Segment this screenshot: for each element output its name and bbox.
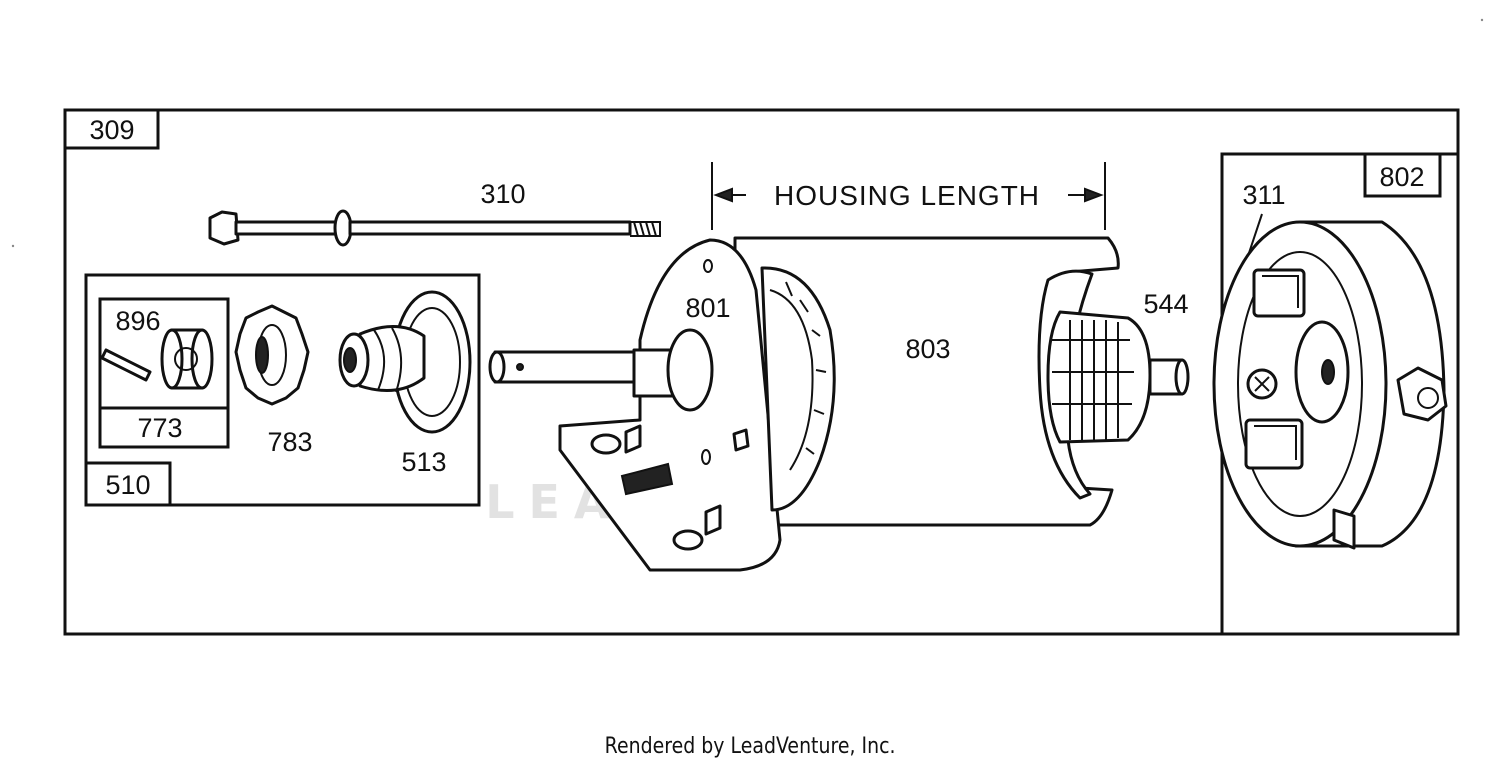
label-773: 773	[137, 413, 182, 443]
label-311: 311	[1242, 180, 1285, 210]
label-510: 510	[105, 470, 150, 500]
gear	[234, 304, 310, 406]
label-802: 802	[1379, 162, 1424, 192]
corner-dot-right	[1480, 18, 1484, 22]
armature	[1046, 310, 1190, 444]
through-bolt	[208, 209, 661, 247]
label-544: 544	[1143, 289, 1188, 319]
pin-retainer-box	[98, 297, 230, 449]
label-513: 513	[401, 447, 446, 477]
label-896: 896	[115, 306, 160, 336]
footer-credit: Rendered by LeadVenture, Inc.	[0, 734, 1500, 759]
footer-text: Rendered by LeadVenture, Inc.	[604, 734, 896, 759]
pin	[100, 348, 152, 382]
corner-dot-left	[11, 244, 15, 248]
label-803: 803	[905, 334, 950, 364]
label-box-309	[63, 108, 160, 150]
label-783: 783	[267, 427, 312, 457]
housing-length-dimension	[711, 162, 1106, 230]
drive-kit-box	[84, 273, 481, 507]
housing-length-label: HOUSING LENGTH	[774, 180, 1040, 211]
pinion-gear	[338, 290, 472, 434]
label-309: 309	[89, 115, 134, 145]
label-box-802	[1363, 152, 1442, 198]
label-310: 310	[480, 179, 525, 209]
retainer	[160, 328, 214, 390]
label-801: 801	[685, 293, 730, 323]
label-box-510	[84, 461, 172, 507]
drive-end-cap	[488, 238, 836, 572]
commutator-cap	[1212, 220, 1448, 550]
